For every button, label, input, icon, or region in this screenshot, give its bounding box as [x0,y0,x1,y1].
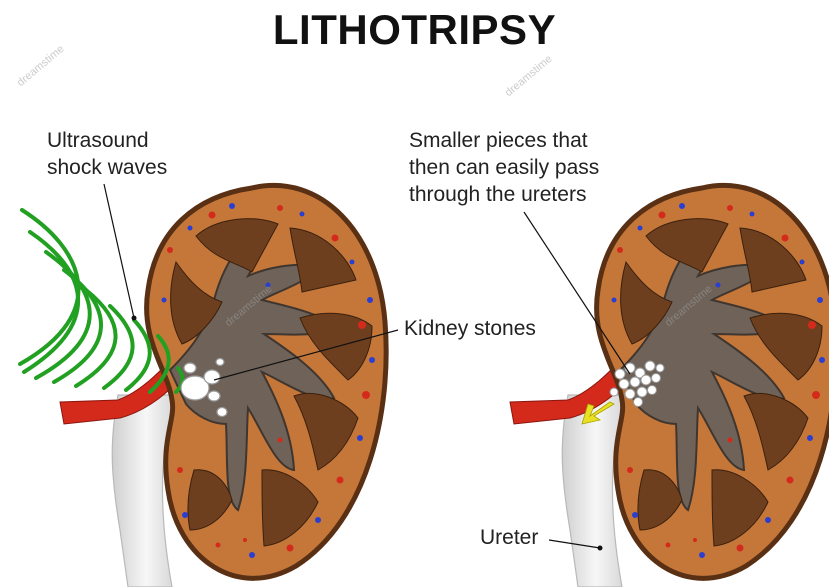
label-smaller-pieces: Smaller pieces that then can easily pass… [409,127,599,208]
leader-dot [132,316,137,321]
leader-dot [598,546,603,551]
label-kidney-stones: Kidney stones [404,315,536,342]
label-shock-waves: Ultrasound shock waves [47,127,167,181]
kidney-right [510,185,829,587]
label-ureter: Ureter [480,524,538,551]
